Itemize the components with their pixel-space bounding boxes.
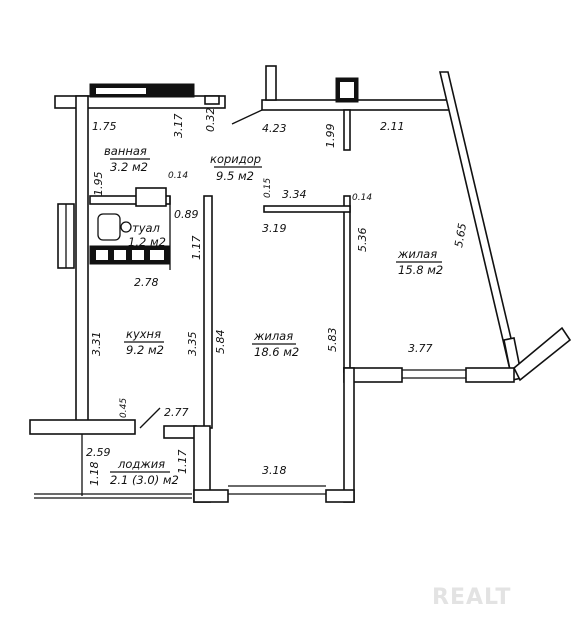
vent-opening <box>96 88 146 94</box>
dim-0-45: 0.45 <box>119 398 129 418</box>
dim-2-11: 2.11 <box>380 120 405 133</box>
dim-1-99: 1.99 <box>324 124 337 149</box>
dim-5-84: 5.84 <box>214 330 227 355</box>
right-slanted-wall <box>438 71 519 371</box>
dim-1-17a: 1.17 <box>190 236 203 261</box>
dim-0-32: 0.32 <box>204 108 217 133</box>
dim-2-77: 2.77 <box>164 406 189 419</box>
dim-3-34: 3.34 <box>282 188 307 201</box>
room-loggia-area: 2.1 (3.0) м2 <box>110 473 179 487</box>
dim-2-59: 2.59 <box>86 446 111 459</box>
dim-3-77: 3.77 <box>408 342 433 355</box>
center-left-partition <box>203 195 213 429</box>
toilet-fixture <box>97 213 121 241</box>
room-corridor-name: коридор <box>210 152 261 166</box>
watermark: REALT <box>432 585 511 610</box>
shaft-block <box>135 187 167 207</box>
room-living-center-name: жилая <box>253 329 293 343</box>
kitchen-bottom-wall <box>29 419 136 435</box>
room-labels: ванная 3.2 м2 коридор 9.5 м2 туал 1.2 м2… <box>104 144 443 487</box>
dim-3-18: 3.18 <box>262 464 287 477</box>
room-kitchen-area: 9.2 м2 <box>126 343 164 357</box>
dim-0-14a: 0.14 <box>168 171 188 181</box>
dim-2-78: 2.78 <box>134 276 159 289</box>
dim-0-15: 0.15 <box>263 178 273 198</box>
dim-3-17: 3.17 <box>172 114 185 139</box>
room-kitchen-name: кухня <box>126 327 161 341</box>
center-right-outer-wall <box>343 367 355 503</box>
room-loggia-name: лоджия <box>117 457 165 471</box>
room-bathroom-name: ванная <box>104 144 147 158</box>
dim-3-35: 3.35 <box>186 332 199 357</box>
dim-1-75: 1.75 <box>92 120 117 133</box>
living-bottom-wall-right <box>465 367 515 383</box>
dim-4-23: 4.23 <box>262 122 287 135</box>
room-corridor-area: 9.5 м2 <box>216 169 254 183</box>
room-toilet-area: 1.2 м2 <box>128 235 166 249</box>
room-bathroom-area: 3.2 м2 <box>110 160 148 174</box>
room-living-center-area: 18.6 м2 <box>254 345 299 359</box>
right-balcony-wall <box>513 326 572 382</box>
dim-1-18: 1.18 <box>88 462 101 487</box>
dim-3-31: 3.31 <box>90 332 103 357</box>
living-partition <box>343 195 351 373</box>
dim-3-19: 3.19 <box>262 222 287 235</box>
dimension-labels: 1.75 3.17 0.32 4.23 1.99 2.11 1.95 0.14 … <box>86 108 469 487</box>
dim-1-17b: 1.17 <box>176 450 189 475</box>
living-top-partition <box>263 205 351 213</box>
left-outer-wall <box>75 95 89 427</box>
dim-0-89: 0.89 <box>174 208 199 221</box>
bottom-wall-left <box>193 489 229 503</box>
wall-stub-1-99 <box>343 109 351 151</box>
right-top-stub <box>265 65 277 101</box>
walls <box>29 65 572 503</box>
wall-stub <box>204 95 220 105</box>
dim-5-65: 5.65 <box>452 222 469 248</box>
bottom-wall-right <box>325 489 355 503</box>
dim-5-83: 5.83 <box>326 328 339 353</box>
room-living-right-area: 15.8 м2 <box>398 263 443 277</box>
dim-1-95: 1.95 <box>92 172 105 197</box>
dim-0-14b: 0.14 <box>352 193 372 203</box>
room-living-right-name: жилая <box>397 247 437 261</box>
dim-5-36: 5.36 <box>356 228 369 253</box>
loggia-door-stub <box>163 425 197 439</box>
room-toilet-name: туал <box>132 221 161 235</box>
